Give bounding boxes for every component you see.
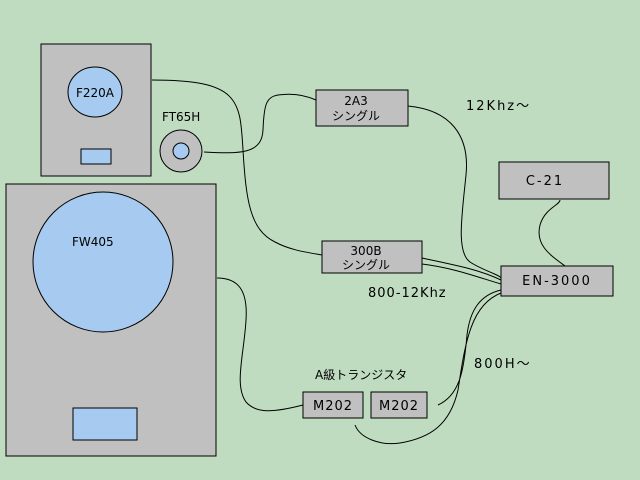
- amp-m202-left: [302, 391, 364, 419]
- amp-m202-left-label: M202: [313, 399, 353, 414]
- fw405-port: [72, 407, 138, 441]
- wire-f220a-to-300b: [151, 79, 323, 256]
- amp-2a3: [315, 89, 409, 127]
- transistor-label: A級トランジスタ: [315, 368, 407, 382]
- crossover-en3000: [500, 265, 614, 297]
- wire-2a3-to-en3000: [407, 105, 502, 279]
- band-mid-label: 800-12Khz: [368, 286, 447, 301]
- wire-ft65h-to-2a3: [203, 93, 317, 154]
- wire-fw405-to-m202: [216, 277, 304, 412]
- amp-300b-line1: 300B: [350, 244, 381, 258]
- f220a-label: F220A: [76, 86, 115, 100]
- preamp-c21-label: C-21: [526, 174, 564, 189]
- crossover-en3000-label: EN-3000: [522, 274, 592, 289]
- wire-en3000-to-m202: [354, 289, 502, 445]
- wires: [151, 79, 566, 445]
- f220a-driver: [67, 66, 123, 118]
- band-low-label: 800H〜: [474, 357, 532, 372]
- ft65h-driver: [172, 142, 190, 160]
- amp-2a3-line1: 2A3: [344, 94, 367, 108]
- preamp-c21: [498, 161, 610, 200]
- band-high-label: 12Khz〜: [466, 99, 531, 114]
- amp-m202-right: [370, 391, 428, 419]
- wire-en3000-to-c21: [538, 199, 566, 267]
- fw405-driver: [32, 191, 174, 333]
- wire-300b-to-en3000-b: [421, 263, 502, 285]
- amp-2a3-line2: シングル: [332, 109, 380, 123]
- fw405-label: FW405: [72, 235, 114, 249]
- amp-300b: [321, 240, 423, 274]
- amp-m202-right-label: M202: [379, 399, 419, 414]
- ft65h-label: FT65H: [162, 110, 200, 124]
- wire-300b-to-en3000-a: [421, 257, 502, 281]
- f220a-port: [80, 148, 112, 165]
- amp-300b-line2: シングル: [342, 258, 390, 272]
